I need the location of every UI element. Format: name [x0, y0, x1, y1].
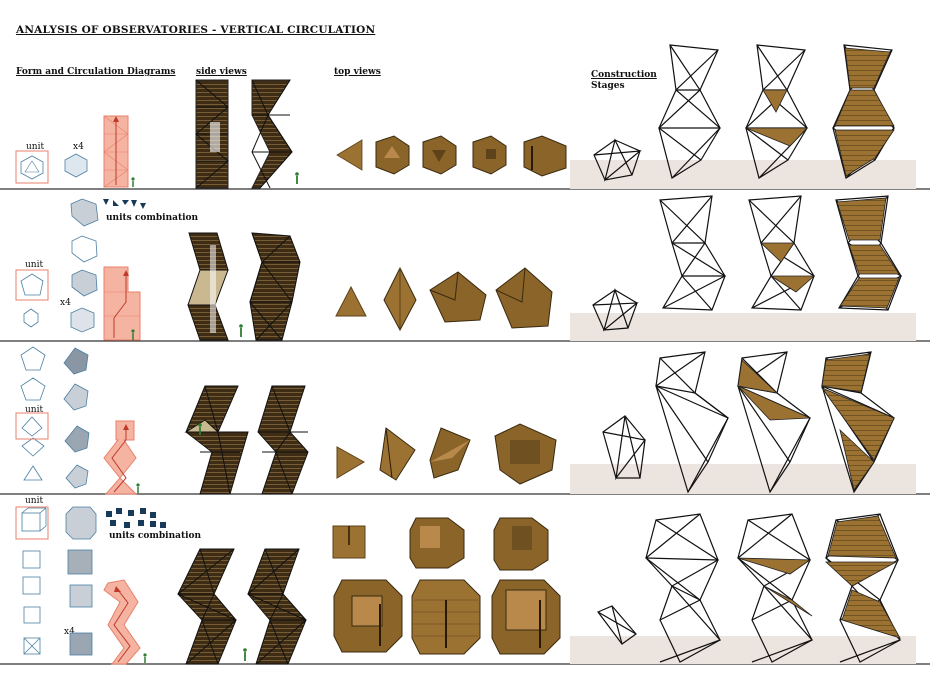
header-form-circulation: Form and Circulation Diagrams [16, 67, 176, 77]
row3-side-views [184, 385, 309, 495]
x4-label-row1: x4 [73, 142, 84, 152]
row2-top-views [335, 266, 553, 332]
header-top-views: top views [334, 67, 381, 77]
row1-side-views [195, 79, 299, 189]
row3-top-views [336, 423, 557, 485]
row3-construction-floors [737, 353, 895, 491]
row4-form-diagrams [15, 506, 166, 665]
x4-label-row2: x4 [60, 298, 71, 308]
row4-construction-floors [737, 515, 901, 639]
units-combination-label-row2: units combination [106, 213, 199, 223]
unit-label-row1: unit [26, 142, 45, 152]
x4-label-row4: x4 [64, 627, 75, 637]
header-construction-stages-line2: Stages [591, 81, 625, 91]
unit-label-row2: unit [25, 260, 44, 270]
row1-construction-floors [745, 47, 895, 177]
row1-form-diagrams [15, 115, 135, 188]
header-construction-stages-line1: Construction [591, 70, 657, 80]
unit-label-row3: unit [25, 405, 44, 415]
header-side-views: side views [196, 67, 247, 77]
row4-side-views [177, 548, 307, 665]
page-title: ANALYSIS OF OBSERVATORIES - VERTICAL CIR… [16, 24, 376, 36]
row4-top-views [332, 517, 561, 655]
row2-construction-floors [759, 197, 900, 309]
unit-label-row4: unit [25, 496, 44, 506]
row1-top-views [336, 135, 567, 177]
units-combination-label-row4: units combination [109, 531, 202, 541]
row2-form-diagrams [15, 198, 146, 341]
row2-side-views [187, 232, 301, 341]
row3-form-diagrams [15, 346, 140, 495]
